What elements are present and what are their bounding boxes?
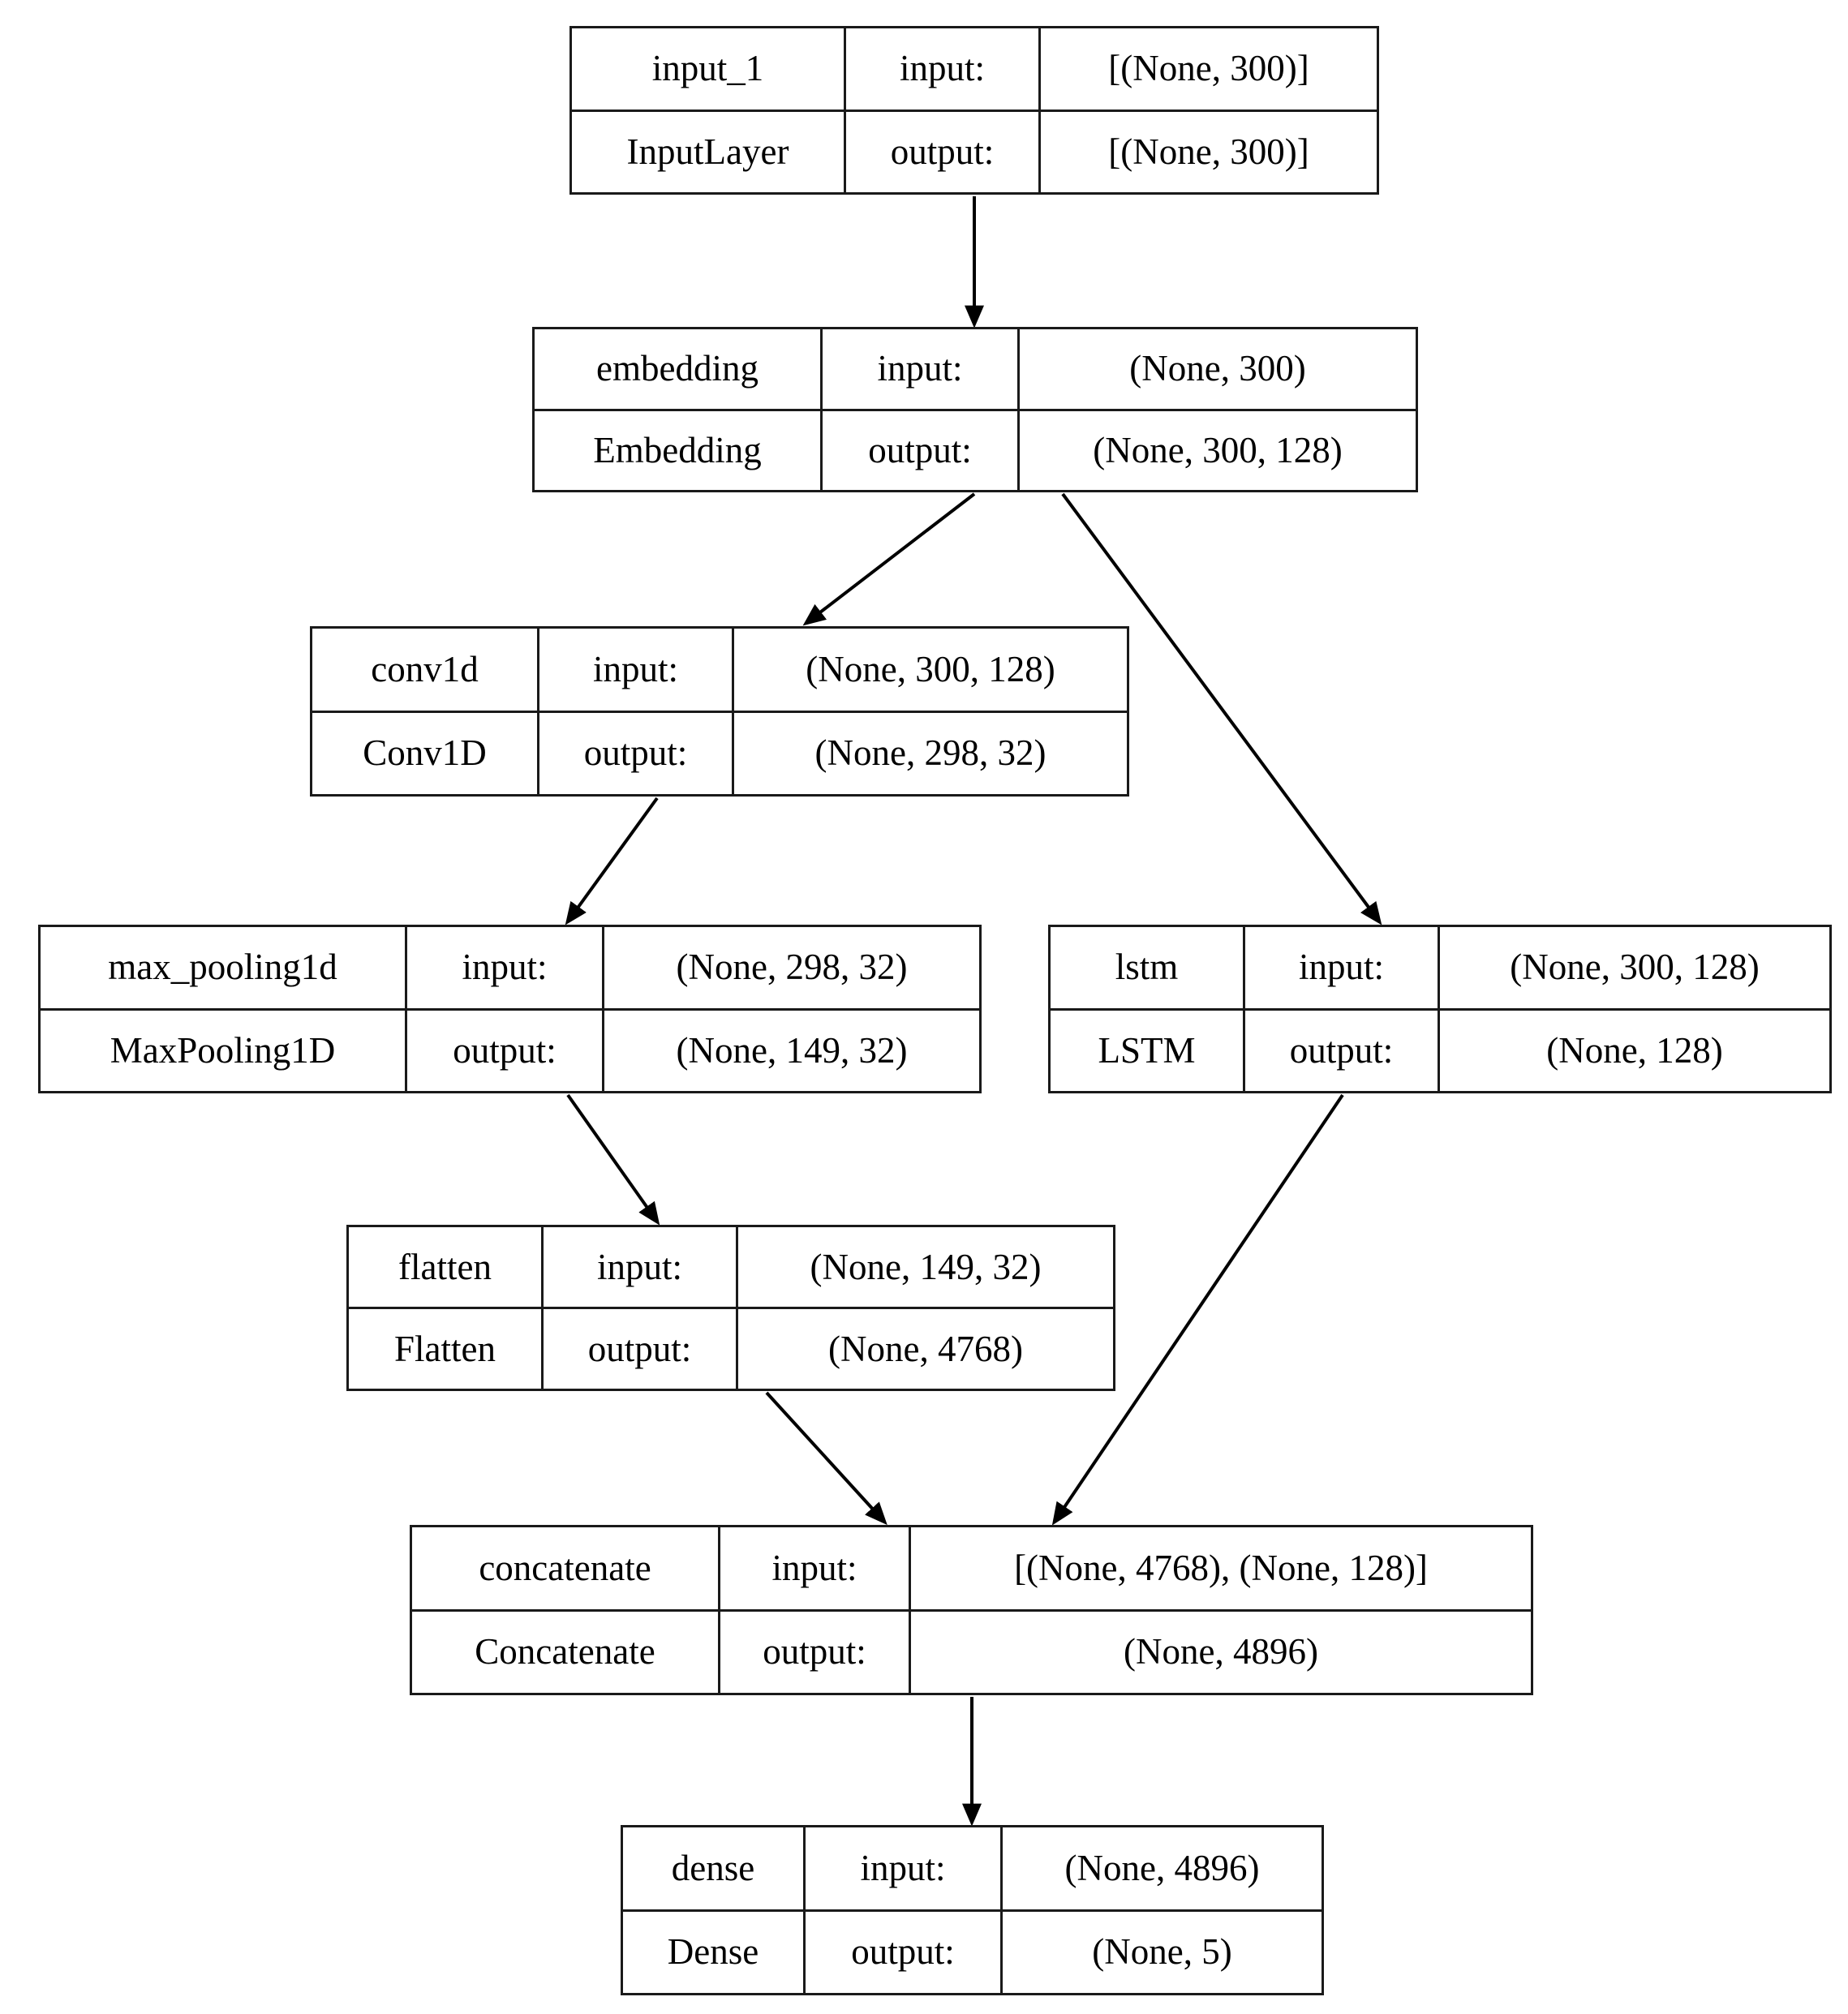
output-label: output: [539, 712, 734, 794]
output-shape: (None, 298, 32) [814, 732, 1046, 774]
input-shape: [(None, 4768), (None, 128)] [1014, 1547, 1428, 1588]
output-shape: (None, 4896) [1124, 1631, 1318, 1673]
input-label: input: [823, 329, 1020, 409]
output-label: output: [1245, 1010, 1440, 1091]
input-label: input: [539, 629, 734, 711]
input-shape: (None, 149, 32) [810, 1246, 1042, 1287]
output-shape: (None, 149, 32) [676, 1029, 908, 1071]
layer-name: embedding [535, 329, 823, 409]
edge-embedding-to-conv1d [802, 492, 976, 626]
output-label: output: [544, 1309, 738, 1389]
layer-class-name: LSTM [1051, 1010, 1245, 1091]
output-label: output: [720, 1611, 911, 1693]
layer-class-name: Conv1D [312, 712, 539, 794]
input-shape: (None, 300) [1129, 348, 1306, 389]
input-label: input: [1245, 927, 1440, 1008]
layer-class-name: Dense [623, 1911, 806, 1993]
input-shape: (None, 300, 128) [1510, 947, 1760, 988]
input-label: input: [407, 927, 604, 1008]
output-shape: (None, 128) [1546, 1029, 1723, 1071]
layer-class-name: MaxPooling1D [41, 1010, 407, 1091]
layer-class-name: Flatten [349, 1309, 544, 1389]
input-shape: (None, 298, 32) [676, 947, 908, 988]
layer-name: concatenate [412, 1527, 720, 1609]
output-shape: (None, 4768) [828, 1328, 1023, 1369]
layer-class-name: Embedding [535, 410, 823, 490]
input-shape: (None, 4896) [1064, 1847, 1260, 1888]
input-label: input: [720, 1527, 911, 1609]
output-label: output: [407, 1010, 604, 1091]
layer-name: lstm [1051, 927, 1245, 1008]
layer-name: input_1 [572, 28, 846, 110]
layer-class-name: Concatenate [412, 1611, 720, 1693]
edge-flatten-to-concatenate [765, 1391, 887, 1526]
layer-class-name: InputLayer [572, 111, 846, 192]
output-shape: (None, 5) [1092, 1931, 1232, 1973]
input-shape: [(None, 300)] [1108, 48, 1309, 89]
input-shape: (None, 300, 128) [806, 648, 1055, 689]
output-shape: [(None, 300)] [1108, 131, 1309, 172]
layer-name: dense [623, 1827, 806, 1909]
edge-max_pooling1d-to-flatten [566, 1093, 660, 1226]
edge-conv1d-to-max_pooling1d [565, 797, 659, 925]
layer-name: flatten [349, 1227, 544, 1307]
layer-name: conv1d [312, 629, 539, 711]
output-label: output: [806, 1911, 1003, 1993]
layer-name: max_pooling1d [41, 927, 407, 1008]
output-label: output: [823, 410, 1020, 490]
output-shape: (None, 300, 128) [1093, 429, 1343, 470]
output-label: output: [846, 111, 1041, 192]
input-label: input: [846, 28, 1041, 110]
input-label: input: [544, 1227, 738, 1307]
input-label: input: [806, 1827, 1003, 1909]
